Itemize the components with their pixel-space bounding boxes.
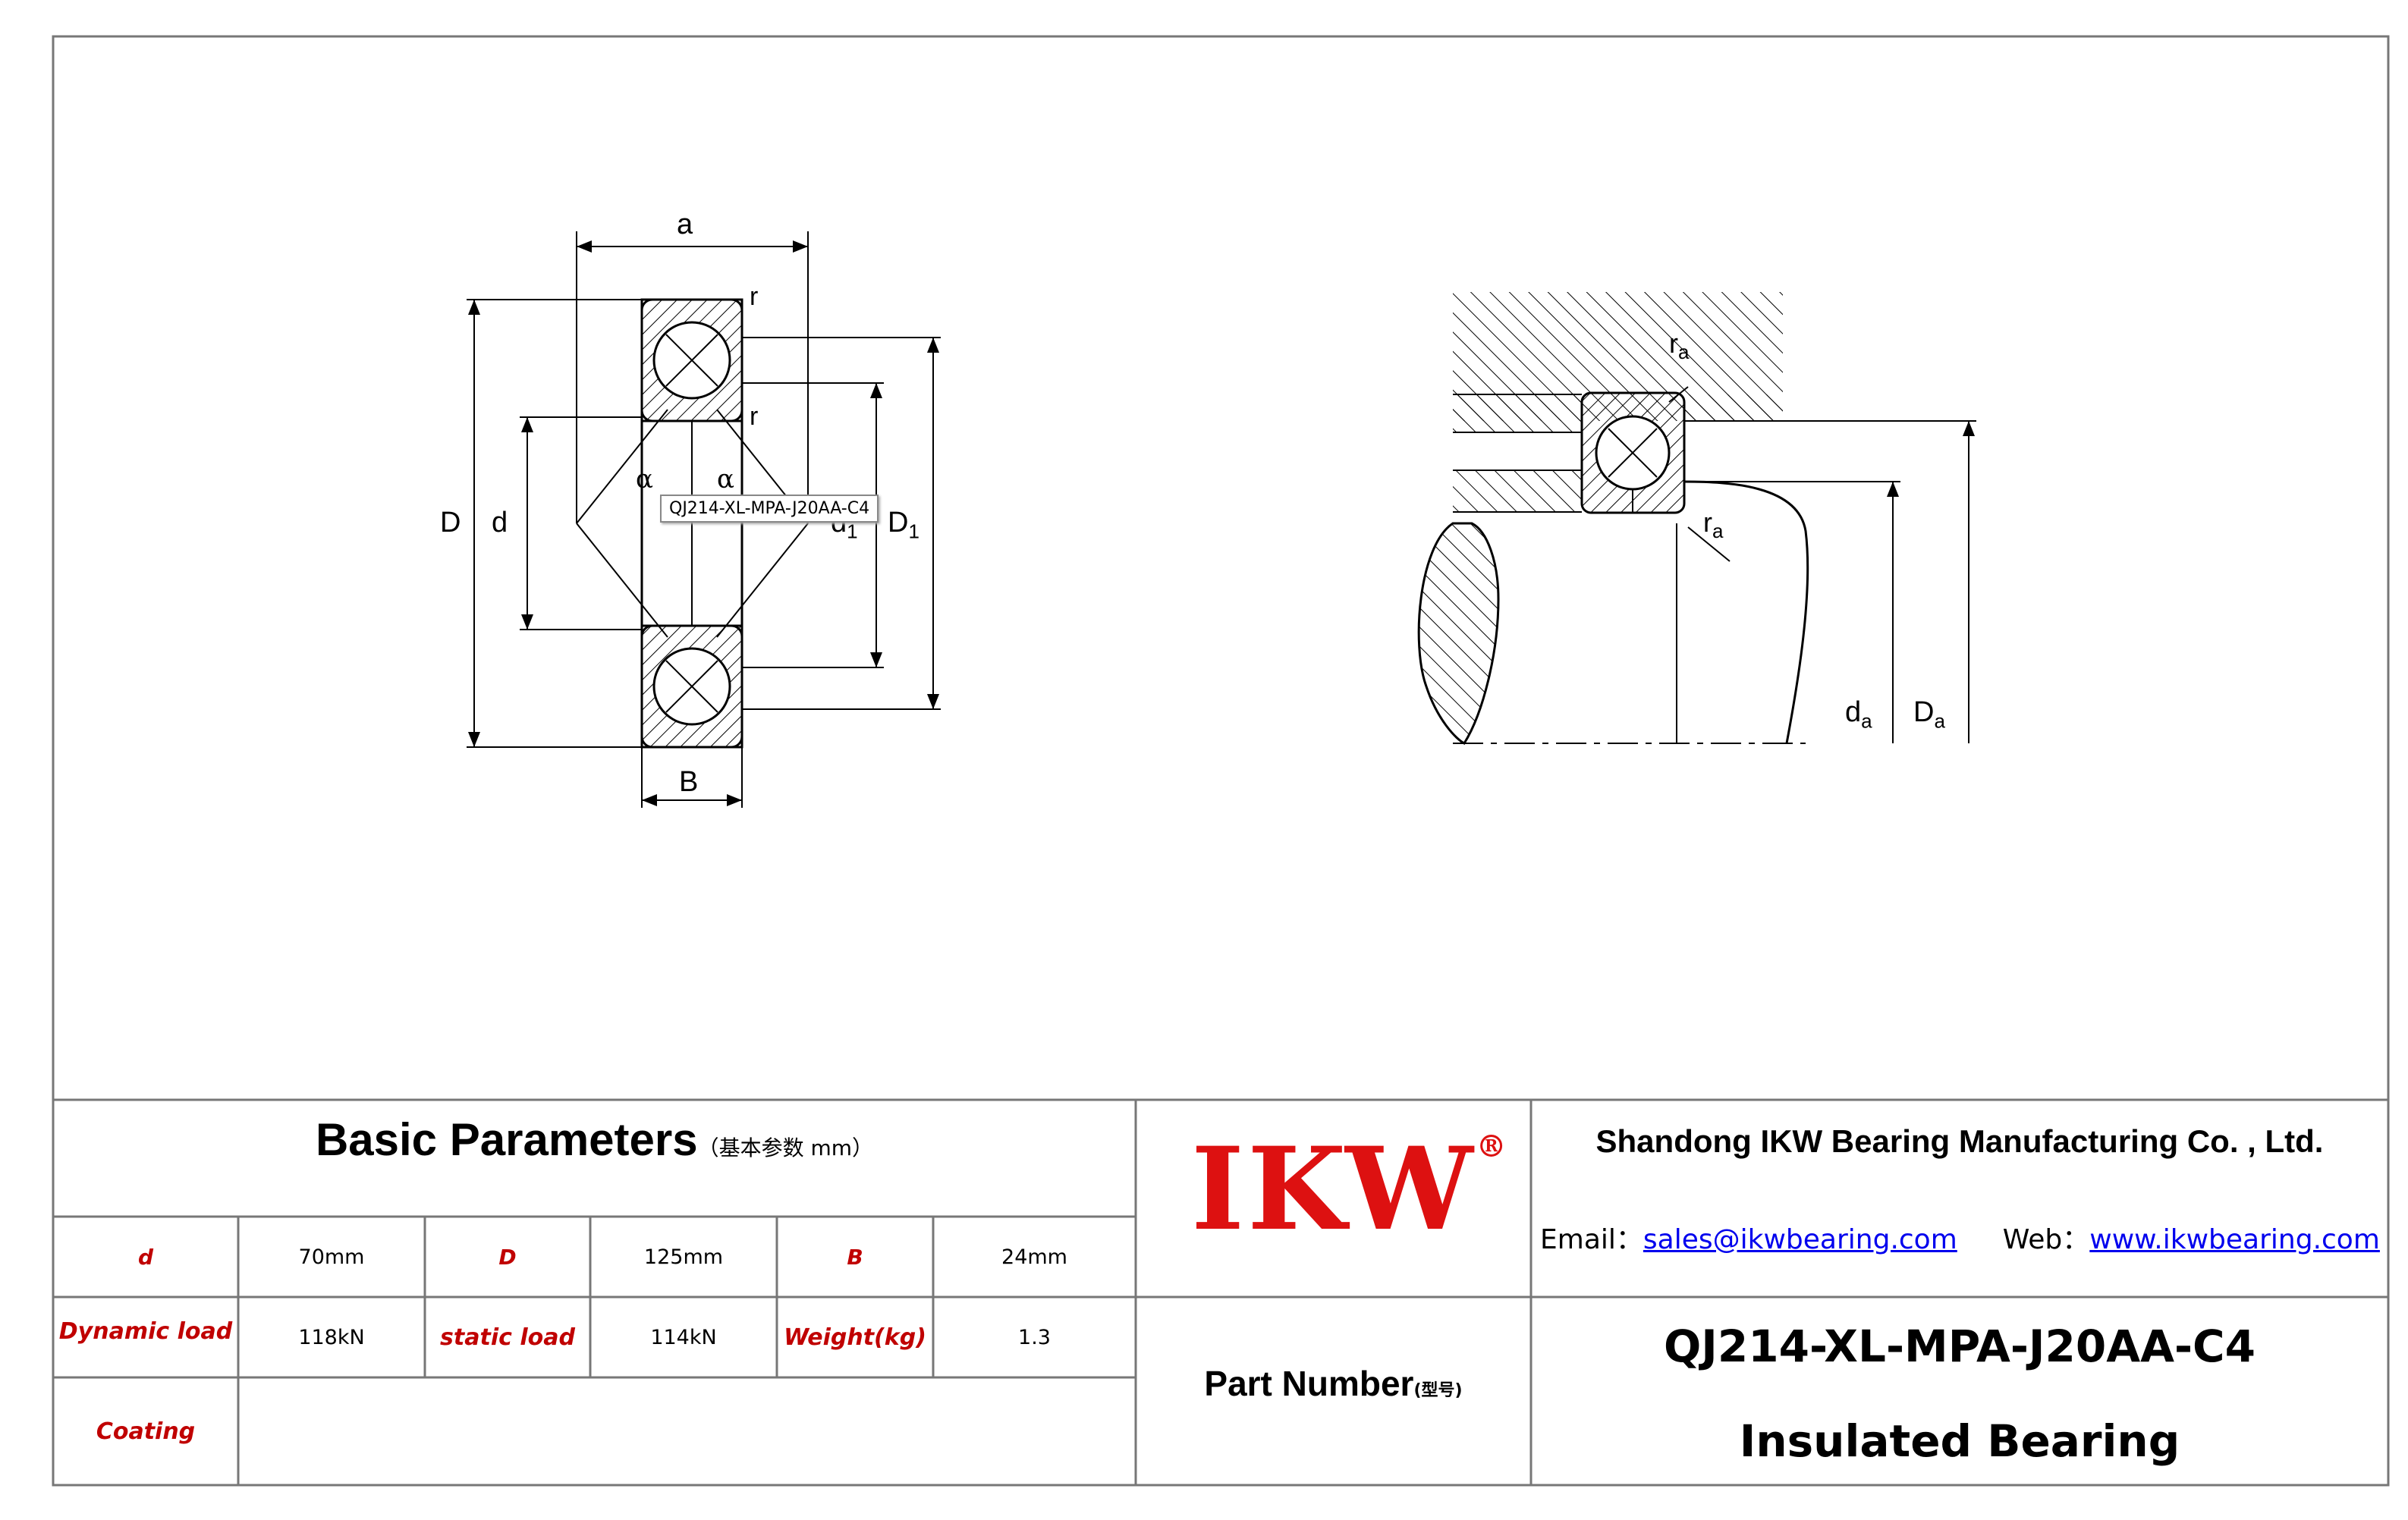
part-callout-tag: QJ214-XL-MPA-J20AA-C4 bbox=[660, 495, 879, 523]
part-number-label: Part Number(型号) bbox=[1204, 1364, 1463, 1403]
dim-label-Da: Da bbox=[1913, 696, 1945, 733]
param-value-d: 70mm bbox=[298, 1245, 365, 1269]
registered-mark: ® bbox=[1476, 1129, 1507, 1164]
param-value-weight: 1.3 bbox=[1018, 1325, 1051, 1349]
param-label-d: d bbox=[137, 1244, 154, 1270]
param-value-static-load: 114kN bbox=[650, 1325, 717, 1349]
dim-label-r-top: r bbox=[750, 282, 759, 311]
contact-line: Email：sales@ikwbearing.com Web：www.ikwbea… bbox=[1540, 1217, 2380, 1257]
ikw-logo: IKW® bbox=[1191, 1123, 1507, 1256]
param-value-D: 125mm bbox=[643, 1245, 724, 1269]
dim-label-a: a bbox=[677, 209, 693, 240]
web-link[interactable]: www.ikwbearing.com bbox=[2089, 1224, 2380, 1255]
email-label: Email： bbox=[1540, 1224, 1643, 1255]
param-label-D: D bbox=[498, 1244, 517, 1270]
dim-label-ra-top: ra bbox=[1669, 328, 1690, 364]
param-value-dynamic-load: 118kN bbox=[298, 1325, 365, 1349]
param-label-dynamic-load: Dynamic load bbox=[58, 1317, 233, 1345]
param-label-static-load: static load bbox=[440, 1324, 575, 1351]
param-label-coating: Coating bbox=[96, 1418, 196, 1445]
param-label-B: B bbox=[847, 1244, 863, 1270]
dim-label-da: da bbox=[1845, 696, 1872, 733]
alpha-right-label: α bbox=[717, 464, 734, 495]
dim-label-D: D bbox=[440, 507, 461, 539]
dim-label-d: d bbox=[492, 507, 508, 539]
product-model: QJ214-XL-MPA-J20AA-C4 bbox=[1664, 1321, 2256, 1372]
mounting-view bbox=[1417, 292, 1976, 745]
dim-label-r-mid: r bbox=[750, 402, 759, 431]
email-link[interactable]: sales@ikwbearing.com bbox=[1643, 1224, 1957, 1255]
dim-label-B: B bbox=[679, 766, 699, 798]
web-label: Web： bbox=[2002, 1224, 2090, 1255]
dim-label-ra-bottom: ra bbox=[1703, 507, 1724, 543]
page-border bbox=[52, 35, 2390, 1487]
company-name: Shandong IKW Bearing Manufacturing Co. ,… bbox=[1595, 1123, 2324, 1159]
params-title: Basic Parameters（基本参数 mm） bbox=[315, 1113, 874, 1165]
alpha-left-label: α bbox=[636, 464, 653, 495]
ikw-logo-text: IKW bbox=[1191, 1123, 1476, 1256]
param-value-coating bbox=[238, 1377, 1136, 1485]
param-value-B: 24mm bbox=[1001, 1245, 1067, 1269]
product-type: Insulated Bearing bbox=[1739, 1415, 2180, 1467]
param-label-weight: Weight(kg) bbox=[784, 1324, 926, 1351]
dim-label-D1: D1 bbox=[888, 507, 920, 543]
